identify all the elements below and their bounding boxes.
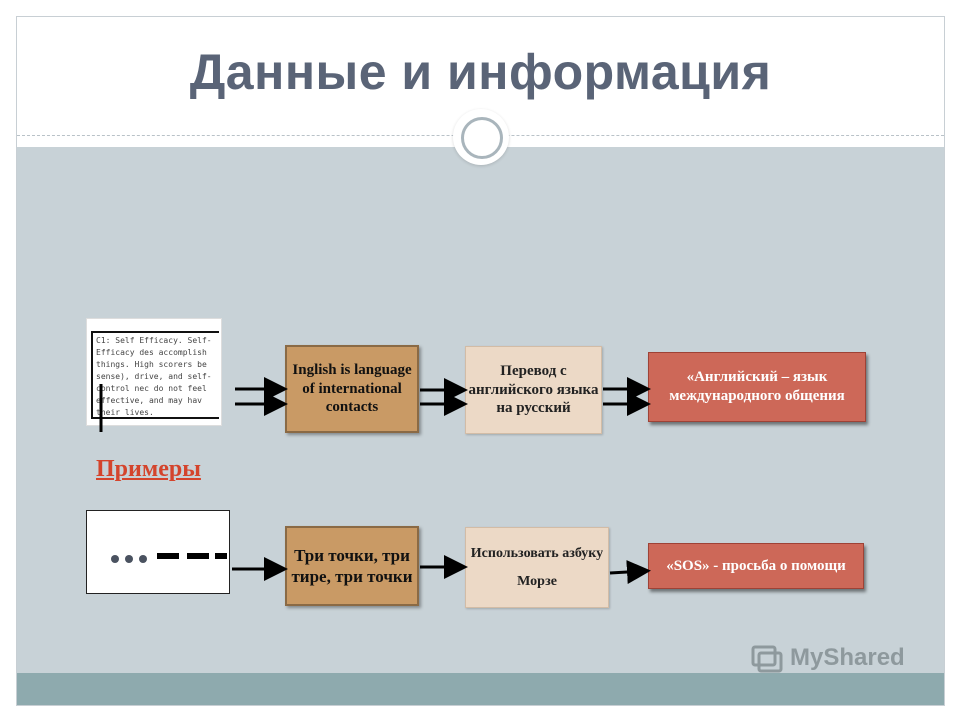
morse-dot-icon: [125, 555, 133, 563]
arrow-right-icon: [609, 560, 651, 585]
circle-ornament-icon: [453, 109, 509, 165]
morse-dash-icon: [187, 553, 209, 559]
examples-label: Примеры: [96, 456, 201, 482]
morse-usage-box: Использовать азбуку Морзе: [465, 527, 609, 608]
english-language-info-box: «Английский – язык международного общени…: [648, 352, 866, 422]
morse-code-box: [86, 510, 230, 594]
sos-info-box: «SOS» - просьба о помощи: [648, 543, 864, 589]
morse-dot-icon: [111, 555, 119, 563]
slide-title: Данные и информация: [189, 44, 772, 100]
translation-box: Перевод с английского языка на русский: [465, 346, 602, 434]
watermark: MyShared: [750, 640, 930, 676]
morse-dot-icon: [139, 555, 147, 563]
morse-sequence-box: Три точки, три тире, три точки: [285, 526, 419, 606]
morse-dash-icon: [157, 553, 179, 559]
watermark-text: MyShared: [790, 644, 905, 671]
english-sentence-box: Inglish is language of international con…: [285, 345, 419, 433]
morse-dash-icon: [215, 553, 227, 559]
morse-usage-line2: Морзе: [517, 573, 557, 589]
morse-usage-line1: Использовать азбуку: [470, 546, 604, 561]
myshared-logo-icon: [751, 645, 783, 673]
document-text: C1: Self Efficacy. Self-Efficacy des acc…: [91, 331, 219, 419]
footer-band: [17, 673, 944, 705]
document-thumbnail: C1: Self Efficacy. Self-Efficacy des acc…: [86, 318, 222, 426]
